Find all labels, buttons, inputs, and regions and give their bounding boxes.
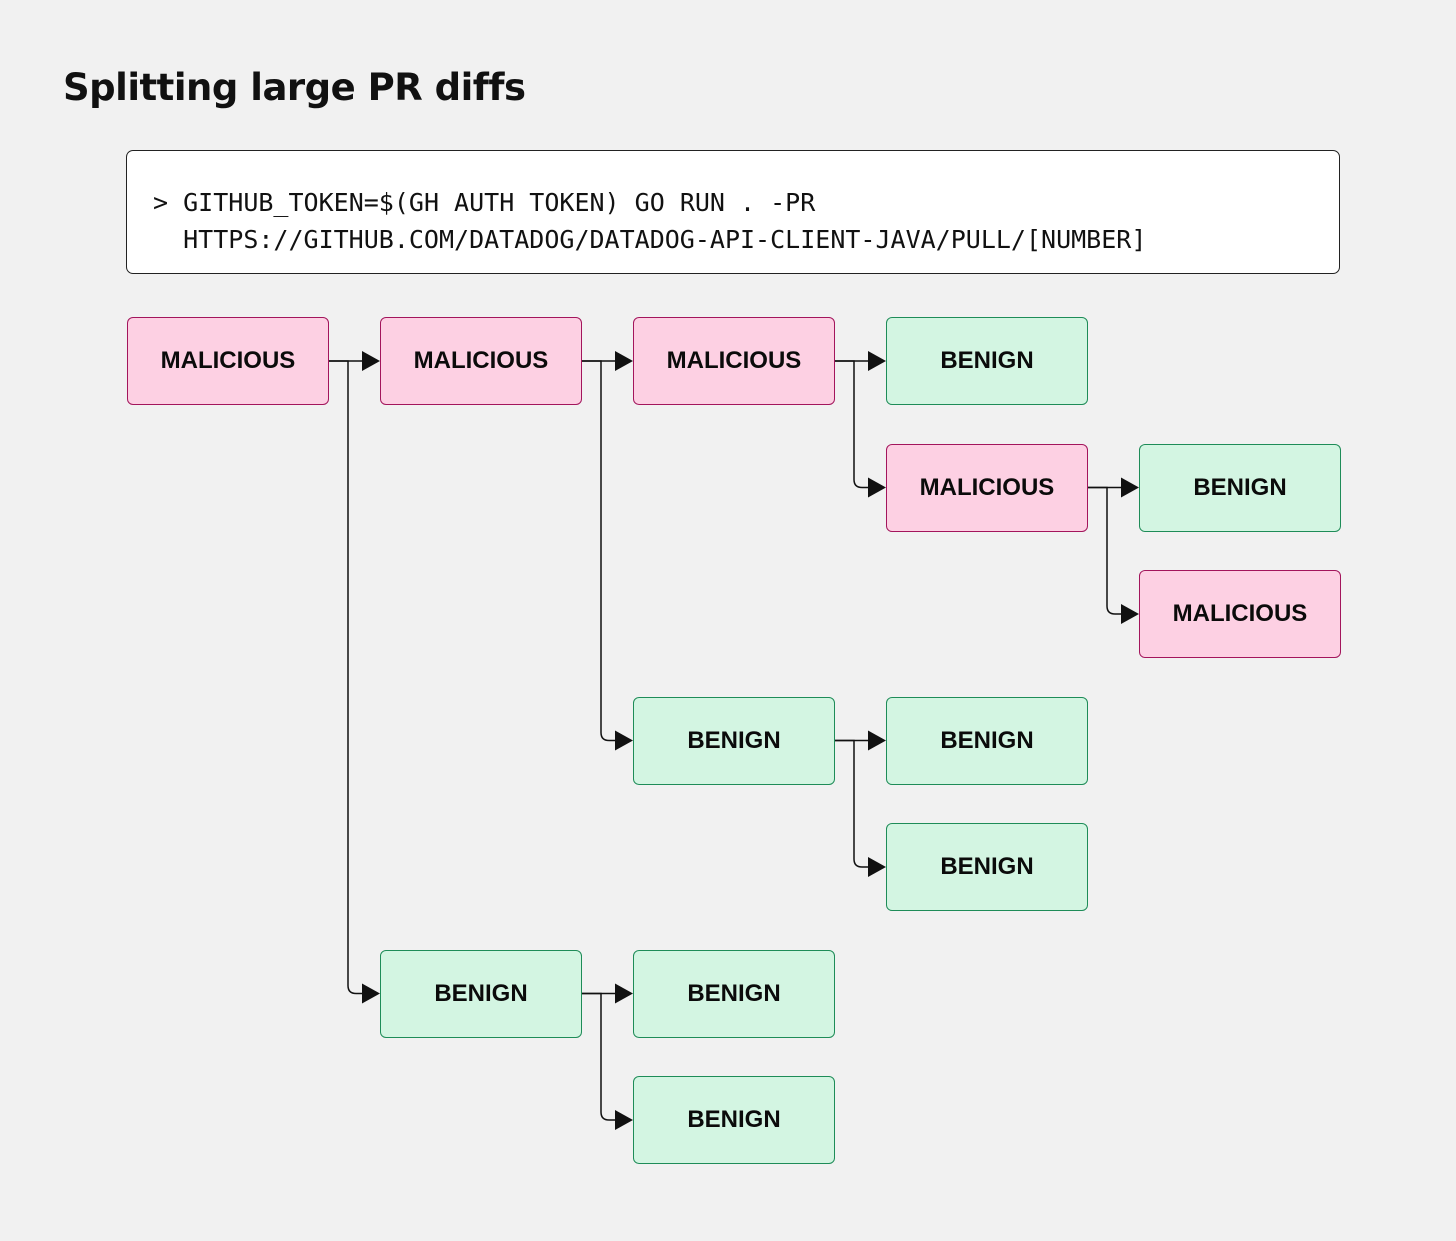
- connector-line: [329, 360, 364, 995]
- arrowhead-icon: [868, 351, 886, 371]
- arrowhead-icon: [868, 857, 886, 877]
- node-benign: BENIGN: [633, 1076, 835, 1164]
- page-title: Splitting large PR diffs: [63, 66, 526, 109]
- arrowhead-icon: [615, 983, 633, 1004]
- node-benign: BENIGN: [886, 317, 1088, 405]
- connector-line: [1088, 486, 1123, 615]
- node-malicious: MALICIOUS: [633, 317, 835, 405]
- arrowhead-icon: [615, 730, 633, 751]
- node-malicious: MALICIOUS: [127, 317, 329, 405]
- command-box: > GITHUB_TOKEN=$(GH AUTH TOKEN) GO RUN .…: [126, 150, 1340, 274]
- command-text-1: GITHUB_TOKEN=$(GH AUTH TOKEN) GO RUN . -…: [183, 188, 816, 217]
- node-benign: BENIGN: [633, 696, 835, 785]
- arrowhead-icon: [362, 983, 380, 1004]
- node-benign: BENIGN: [633, 949, 835, 1038]
- connector-line: [582, 992, 617, 1121]
- connector-line: [835, 360, 870, 489]
- command-line-1: > GITHUB_TOKEN=$(GH AUTH TOKEN) GO RUN .…: [153, 184, 1339, 221]
- node-malicious: MALICIOUS: [380, 317, 582, 405]
- connector-line: [835, 739, 870, 868]
- arrowhead-icon: [615, 1110, 633, 1130]
- node-benign: BENIGN: [886, 696, 1088, 785]
- arrowhead-icon: [868, 730, 886, 751]
- arrowhead-icon: [868, 477, 886, 498]
- node-benign: BENIGN: [886, 823, 1088, 911]
- arrowhead-icon: [1121, 477, 1139, 498]
- arrowhead-icon: [615, 351, 633, 371]
- command-line-2: HTTPS://GITHUB.COM/DATADOG/DATADOG-API-C…: [153, 221, 1339, 258]
- node-malicious: MALICIOUS: [1139, 570, 1341, 658]
- prompt-symbol: >: [153, 188, 169, 217]
- arrowhead-icon: [1121, 604, 1139, 624]
- node-benign: BENIGN: [1139, 443, 1341, 532]
- command-text-2: HTTPS://GITHUB.COM/DATADOG/DATADOG-API-C…: [183, 225, 1147, 254]
- node-benign: BENIGN: [380, 949, 582, 1038]
- node-malicious: MALICIOUS: [886, 443, 1088, 532]
- connector-line: [582, 360, 617, 742]
- arrowhead-icon: [362, 351, 380, 371]
